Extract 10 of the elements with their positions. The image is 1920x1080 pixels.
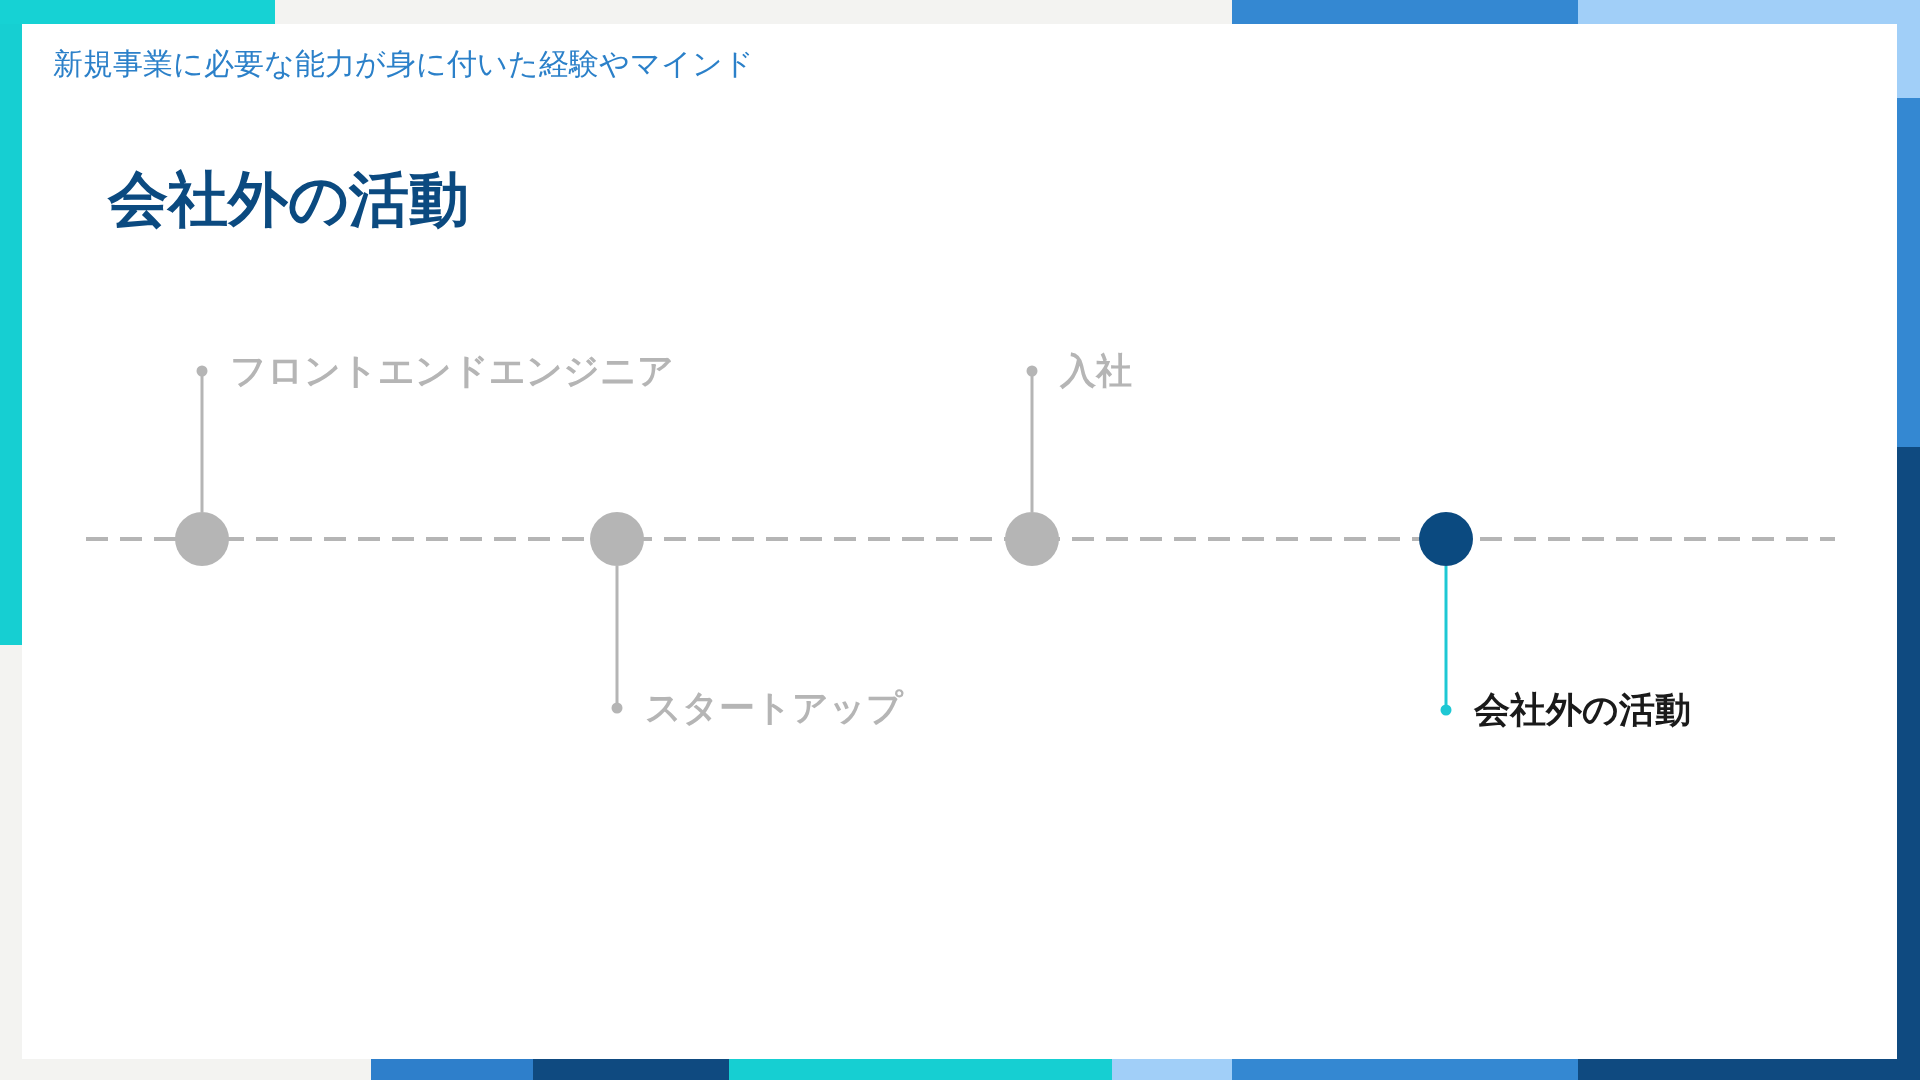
header-text: 新規事業に必要な能力が身に付いた経験やマインド xyxy=(53,45,754,83)
leader-line xyxy=(1026,365,1038,512)
leader-line xyxy=(611,566,623,714)
milestone-label: スタートアップ xyxy=(645,686,903,730)
slide-title: 会社外の活動 xyxy=(108,163,469,236)
leader-line xyxy=(196,365,208,512)
milestone-label: フロントエンドエンジニア xyxy=(230,349,674,393)
milestone-label: 会社外の活動 xyxy=(1474,688,1691,732)
leader-line xyxy=(1440,566,1452,716)
milestone-label: 入社 xyxy=(1060,349,1132,393)
